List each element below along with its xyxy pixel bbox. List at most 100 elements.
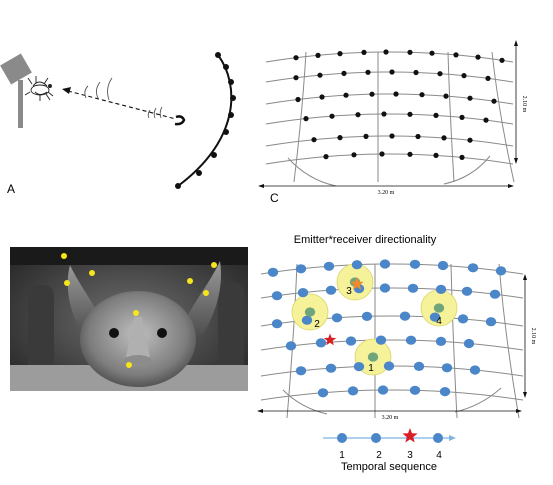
microphone-dot: [475, 54, 481, 60]
microphone-dot: [347, 386, 359, 396]
microphone-dot: [301, 315, 313, 325]
bat-icon: [174, 115, 186, 126]
microphone-dot: [315, 52, 321, 58]
microphone-dot: [295, 96, 301, 103]
sequence-step-4: 4: [436, 450, 442, 461]
receiver-label-2: 2: [314, 319, 320, 330]
bat-face-illustration: [10, 247, 248, 391]
microphone-dot: [379, 283, 391, 293]
microphone-dot: [441, 135, 447, 141]
camera-on-tripod-icon: [0, 53, 32, 128]
microphone-dot: [433, 152, 439, 158]
microphone-dot: [325, 363, 337, 373]
microphone-dot: [337, 135, 343, 141]
microphone-dot: [271, 291, 283, 301]
microphone-dot: [345, 336, 357, 346]
microphone-dot: [435, 336, 447, 346]
sonar-waves: [84, 77, 163, 119]
width-label: 3.20 m: [378, 190, 395, 196]
panel-a-diagram: A: [0, 52, 236, 196]
sequence-dot-2: [371, 433, 381, 443]
microphone-dot: [379, 151, 385, 157]
microphone-dot: [271, 319, 283, 329]
height-label: 2.10 m: [521, 96, 527, 113]
microphone-dot: [407, 151, 413, 157]
microphone-dot: [351, 260, 363, 270]
microphone-dot: [297, 288, 309, 298]
insect-icon: [24, 76, 54, 101]
microphone-dot: [483, 117, 489, 123]
sequence-step-1: 1: [339, 450, 345, 461]
microphone-dot: [317, 388, 329, 398]
microphone-dot: [437, 260, 449, 271]
panel-a: A: [0, 0, 265, 205]
microphone-dot: [433, 112, 439, 118]
microphone-dot: [429, 50, 435, 56]
width-label: 3.20 m: [382, 415, 399, 421]
microphone-dot: [379, 259, 391, 269]
microphone-dot: [341, 70, 347, 76]
microphone-array-arc: [175, 52, 236, 189]
microphone-dot: [377, 385, 389, 395]
microphone-dot: [295, 366, 307, 376]
directionality-title: Emitter*receiver directionality: [294, 234, 437, 246]
temporal-sequence: 1 2 3 4 Temporal sequence: [323, 428, 456, 473]
microphone-dot: [409, 385, 421, 395]
microphone-dot: [293, 75, 299, 81]
microphone-dot: [439, 387, 451, 397]
sequence-dot-4: [433, 433, 443, 443]
microphone-dot: [485, 317, 497, 327]
microphone-dot: [413, 69, 419, 76]
microphone-dot: [375, 335, 387, 345]
microphone-dot: [365, 69, 371, 75]
microphone-dot: [329, 113, 335, 119]
sequence-caption: Temporal sequence: [341, 461, 437, 473]
microphone-dot: [323, 261, 335, 271]
microphone-dot: [383, 49, 389, 55]
panel-c-grid: 3.20 m 2.10 m C: [258, 40, 527, 205]
microphone-dot: [459, 154, 465, 160]
microphone-dot: [381, 111, 387, 117]
microphone-dot: [399, 311, 411, 321]
panel-d: Emitter*receiver directionality 1 2 3 4 3.2…: [255, 230, 553, 480]
microphone-dot: [343, 92, 349, 98]
microphone-dot: [383, 361, 395, 371]
microphone-dot: [407, 111, 413, 117]
sequence-step-2: 2: [376, 450, 382, 461]
microphone-dot: [323, 154, 329, 160]
microphone-dot: [469, 365, 481, 375]
microphone-dot: [389, 69, 395, 75]
microphone-dot: [491, 98, 497, 104]
microphone-dot: [311, 137, 317, 143]
microphone-dot: [419, 92, 425, 98]
arrow-head-icon: [62, 87, 71, 94]
microphone-dot: [325, 285, 337, 295]
microphone-dot: [453, 52, 459, 58]
microphone-dot: [319, 94, 325, 100]
microphone-dot: [331, 313, 343, 323]
receiver-dot-2: [304, 307, 316, 317]
microphone-dot: [361, 49, 367, 55]
microphone-dot: [303, 116, 309, 122]
landmark-points: [61, 253, 217, 368]
microphone-dot: [337, 51, 343, 57]
panel-c: 3.20 m 2.10 m C: [258, 28, 553, 208]
microphone-dot: [363, 133, 369, 139]
microphone-dot: [369, 91, 375, 97]
microphone-dot: [317, 72, 323, 78]
flight-path: [67, 90, 177, 120]
microphone-dot: [463, 338, 475, 349]
receiver-dot-1: [367, 352, 379, 362]
star-icon: [350, 277, 364, 290]
microphone-dot: [285, 341, 297, 351]
microphone-dot: [461, 286, 473, 296]
bat-face-photo: [10, 247, 248, 391]
microphone-dot: [413, 361, 425, 371]
microphone-dot: [429, 312, 441, 322]
sequence-step-3: 3: [407, 450, 413, 461]
receiver-label-1: 1: [368, 363, 374, 374]
microphone-dot: [315, 338, 327, 348]
microphone-dot: [407, 49, 413, 55]
microphone-dot: [485, 75, 491, 81]
panel-a-label: A: [7, 182, 15, 196]
